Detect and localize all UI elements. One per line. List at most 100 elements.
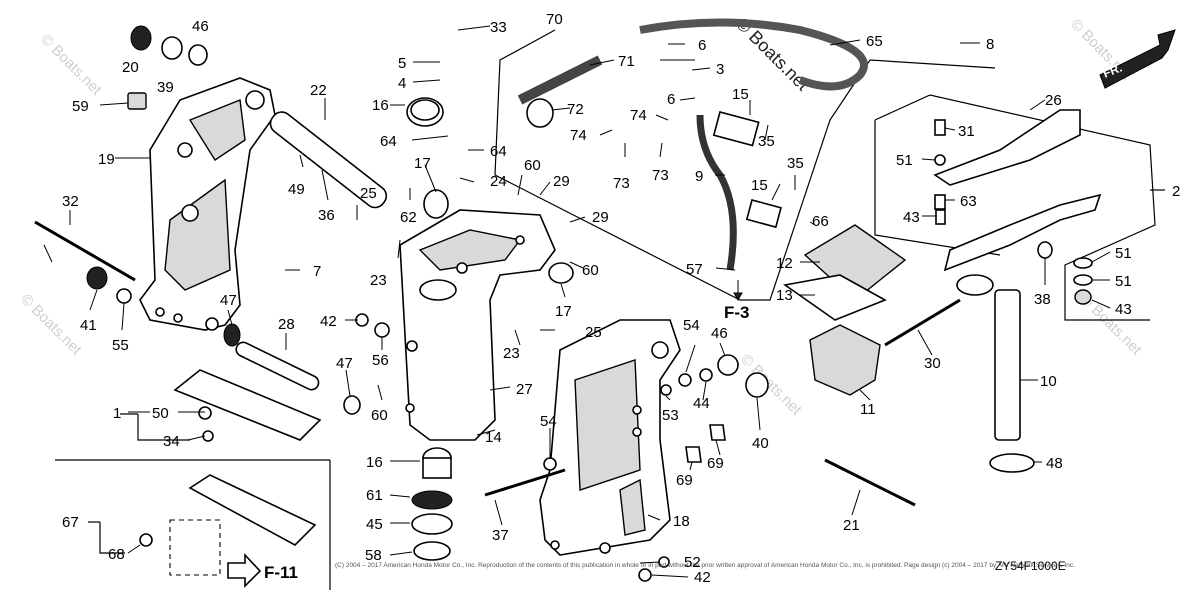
direction-label: FR. <box>1101 61 1124 81</box>
callout-40: 40 <box>752 435 769 452</box>
callout-6: 6 <box>698 37 706 54</box>
callout-43b: 43 <box>1115 301 1132 318</box>
callout-23: 23 <box>370 272 387 289</box>
callout-10: 10 <box>1040 373 1057 390</box>
shafts-bolts <box>34 111 961 507</box>
callout-63: 63 <box>960 193 977 210</box>
callout-25: 25 <box>360 185 377 202</box>
callout-22: 22 <box>310 82 327 99</box>
callout-45: 45 <box>366 516 383 533</box>
callout-8: 8 <box>986 36 994 53</box>
callout-15: 15 <box>732 86 749 103</box>
callout-9: 9 <box>695 168 703 185</box>
callout-29b: 29 <box>592 209 609 226</box>
callout-1: 1 <box>113 405 121 422</box>
callout-47b: 47 <box>336 355 353 372</box>
direction-arrow: FR. <box>1099 29 1176 89</box>
swivel-bracket-left <box>139 77 276 331</box>
callout-51b: 51 <box>1115 245 1132 262</box>
callout-67: 67 <box>62 514 79 531</box>
callout-31: 31 <box>958 123 975 140</box>
callout-32: 32 <box>62 193 79 210</box>
callout-19: 19 <box>98 151 115 168</box>
callout-38: 38 <box>1034 291 1051 308</box>
diagram-code: ZY54F1000E <box>995 559 1066 573</box>
tiller <box>933 109 1102 441</box>
callout-46b: 46 <box>711 325 728 342</box>
callout-35b: 35 <box>787 155 804 172</box>
callout-17: 17 <box>414 155 431 172</box>
callout-57: 57 <box>686 261 703 278</box>
callout-44: 44 <box>693 395 710 412</box>
callout-73b: 73 <box>652 167 669 184</box>
callout-18: 18 <box>673 513 690 530</box>
stern-bracket <box>539 319 681 556</box>
callout-4: 4 <box>398 75 406 92</box>
callout-54: 54 <box>540 413 557 430</box>
hardware <box>86 25 1093 582</box>
watermark: © Boats.net <box>37 31 105 99</box>
callout-33: 33 <box>490 19 507 36</box>
callout-60b: 60 <box>582 262 599 279</box>
callout-69: 69 <box>676 472 693 489</box>
callout-56: 56 <box>372 352 389 369</box>
callout-2: 2 <box>1172 183 1180 200</box>
section-ref-f3: F-3 <box>724 303 750 322</box>
callout-21: 21 <box>843 517 860 534</box>
watermark: © Boats.net <box>17 291 85 359</box>
callout-41: 41 <box>80 317 97 334</box>
callout-49: 49 <box>288 181 305 198</box>
callout-71: 71 <box>618 53 635 70</box>
copyright: (C) 2004 – 2017 American Honda Motor Co.… <box>335 562 1075 569</box>
callout-48: 48 <box>1046 455 1063 472</box>
plates <box>169 369 322 576</box>
callout-50: 50 <box>152 405 169 422</box>
callout-12: 12 <box>776 255 793 272</box>
callout-14: 14 <box>485 429 502 446</box>
callout-51c: 51 <box>1115 273 1132 290</box>
callout-17b: 17 <box>555 303 572 320</box>
callout-23b: 23 <box>503 345 520 362</box>
callout-66: 66 <box>812 213 829 230</box>
callout-20: 20 <box>122 59 139 76</box>
callout-13: 13 <box>776 287 793 304</box>
callout-62: 62 <box>400 209 417 226</box>
callout-64: 64 <box>380 133 397 150</box>
callout-28: 28 <box>278 316 295 333</box>
callout-43: 43 <box>903 209 920 226</box>
callout-3: 3 <box>716 61 724 78</box>
callout-69b: 69 <box>707 455 724 472</box>
callout-34: 34 <box>163 433 180 450</box>
callout-11: 11 <box>860 401 876 418</box>
callout-73: 73 <box>613 175 630 192</box>
callout-46: 46 <box>192 18 209 35</box>
callout-30: 30 <box>924 355 941 372</box>
callout-5: 5 <box>398 55 406 72</box>
callout-61: 61 <box>366 487 383 504</box>
callout-68: 68 <box>108 546 125 563</box>
callout-60c: 60 <box>371 407 388 424</box>
callout-29: 29 <box>553 173 570 190</box>
callout-47: 47 <box>220 292 237 309</box>
callout-36: 36 <box>318 207 335 224</box>
callout-27: 27 <box>516 381 533 398</box>
callout-64b: 64 <box>490 143 507 160</box>
callout-6b: 6 <box>667 91 675 108</box>
swivel-case <box>399 209 556 441</box>
section-refs: F-3 F-11 <box>227 280 750 588</box>
callout-70: 70 <box>546 11 563 28</box>
callout-74b: 74 <box>630 107 647 124</box>
callout-72: 72 <box>567 101 584 118</box>
callout-15b: 15 <box>751 177 768 194</box>
callout-54b: 54 <box>683 317 700 334</box>
callout-24: 24 <box>490 173 507 190</box>
callout-labels: 1 2 3 4 5 6 6 7 8 9 10 11 12 13 14 15 15… <box>62 11 1180 586</box>
callout-55: 55 <box>112 337 129 354</box>
callout-53: 53 <box>662 407 679 424</box>
callout-42b: 42 <box>694 569 711 586</box>
callout-26: 26 <box>1045 92 1062 109</box>
callout-74: 74 <box>570 127 587 144</box>
callout-59: 59 <box>72 98 89 115</box>
callout-65: 65 <box>866 33 883 50</box>
